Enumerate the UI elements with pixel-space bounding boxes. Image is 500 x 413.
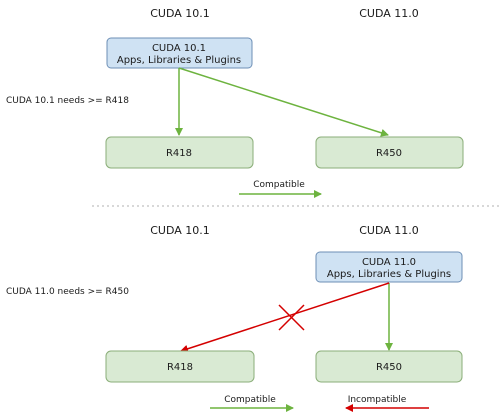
bottom-incompatible-arrow-r418 xyxy=(180,282,390,353)
top-legend-compatible-label: Compatible xyxy=(253,180,305,190)
top-driver-label-r450: R450 xyxy=(376,148,402,159)
top-driver-box-r450 xyxy=(315,136,464,169)
top-requirement-note: CUDA 10.1 needs >= R418 xyxy=(6,96,129,106)
bottom-legend-compatible-label: Compatible xyxy=(224,395,276,405)
bottom-driver-label-r450: R450 xyxy=(376,362,402,373)
incompatible-cross-icon xyxy=(278,304,305,331)
bottom-app-box xyxy=(315,251,463,283)
bottom-column-header-left: CUDA 10.1 xyxy=(150,224,210,237)
top-column-header-right: CUDA 11.0 xyxy=(359,7,419,20)
bottom-app-box-subtitle: Apps, Libraries & Plugins xyxy=(327,269,451,280)
bottom-column-header-right: CUDA 11.0 xyxy=(359,224,419,237)
top-app-box-title: CUDA 10.1 xyxy=(152,43,206,54)
bottom-app-box-title: CUDA 11.0 xyxy=(362,257,416,268)
bottom-driver-box-r450 xyxy=(315,350,463,383)
bottom-legend-incompatible-label: Incompatible xyxy=(348,395,407,405)
top-app-box-subtitle: Apps, Libraries & Plugins xyxy=(117,55,241,66)
bottom-driver-box-r418 xyxy=(105,350,255,383)
bottom-requirement-note: CUDA 11.0 needs >= R450 xyxy=(6,287,129,297)
top-compatible-arrow-r450 xyxy=(178,67,389,137)
top-column-header-left: CUDA 10.1 xyxy=(150,7,210,20)
top-driver-box-r418 xyxy=(105,136,254,169)
top-driver-label-r418: R418 xyxy=(166,148,192,159)
bottom-driver-label-r418: R418 xyxy=(167,362,193,373)
